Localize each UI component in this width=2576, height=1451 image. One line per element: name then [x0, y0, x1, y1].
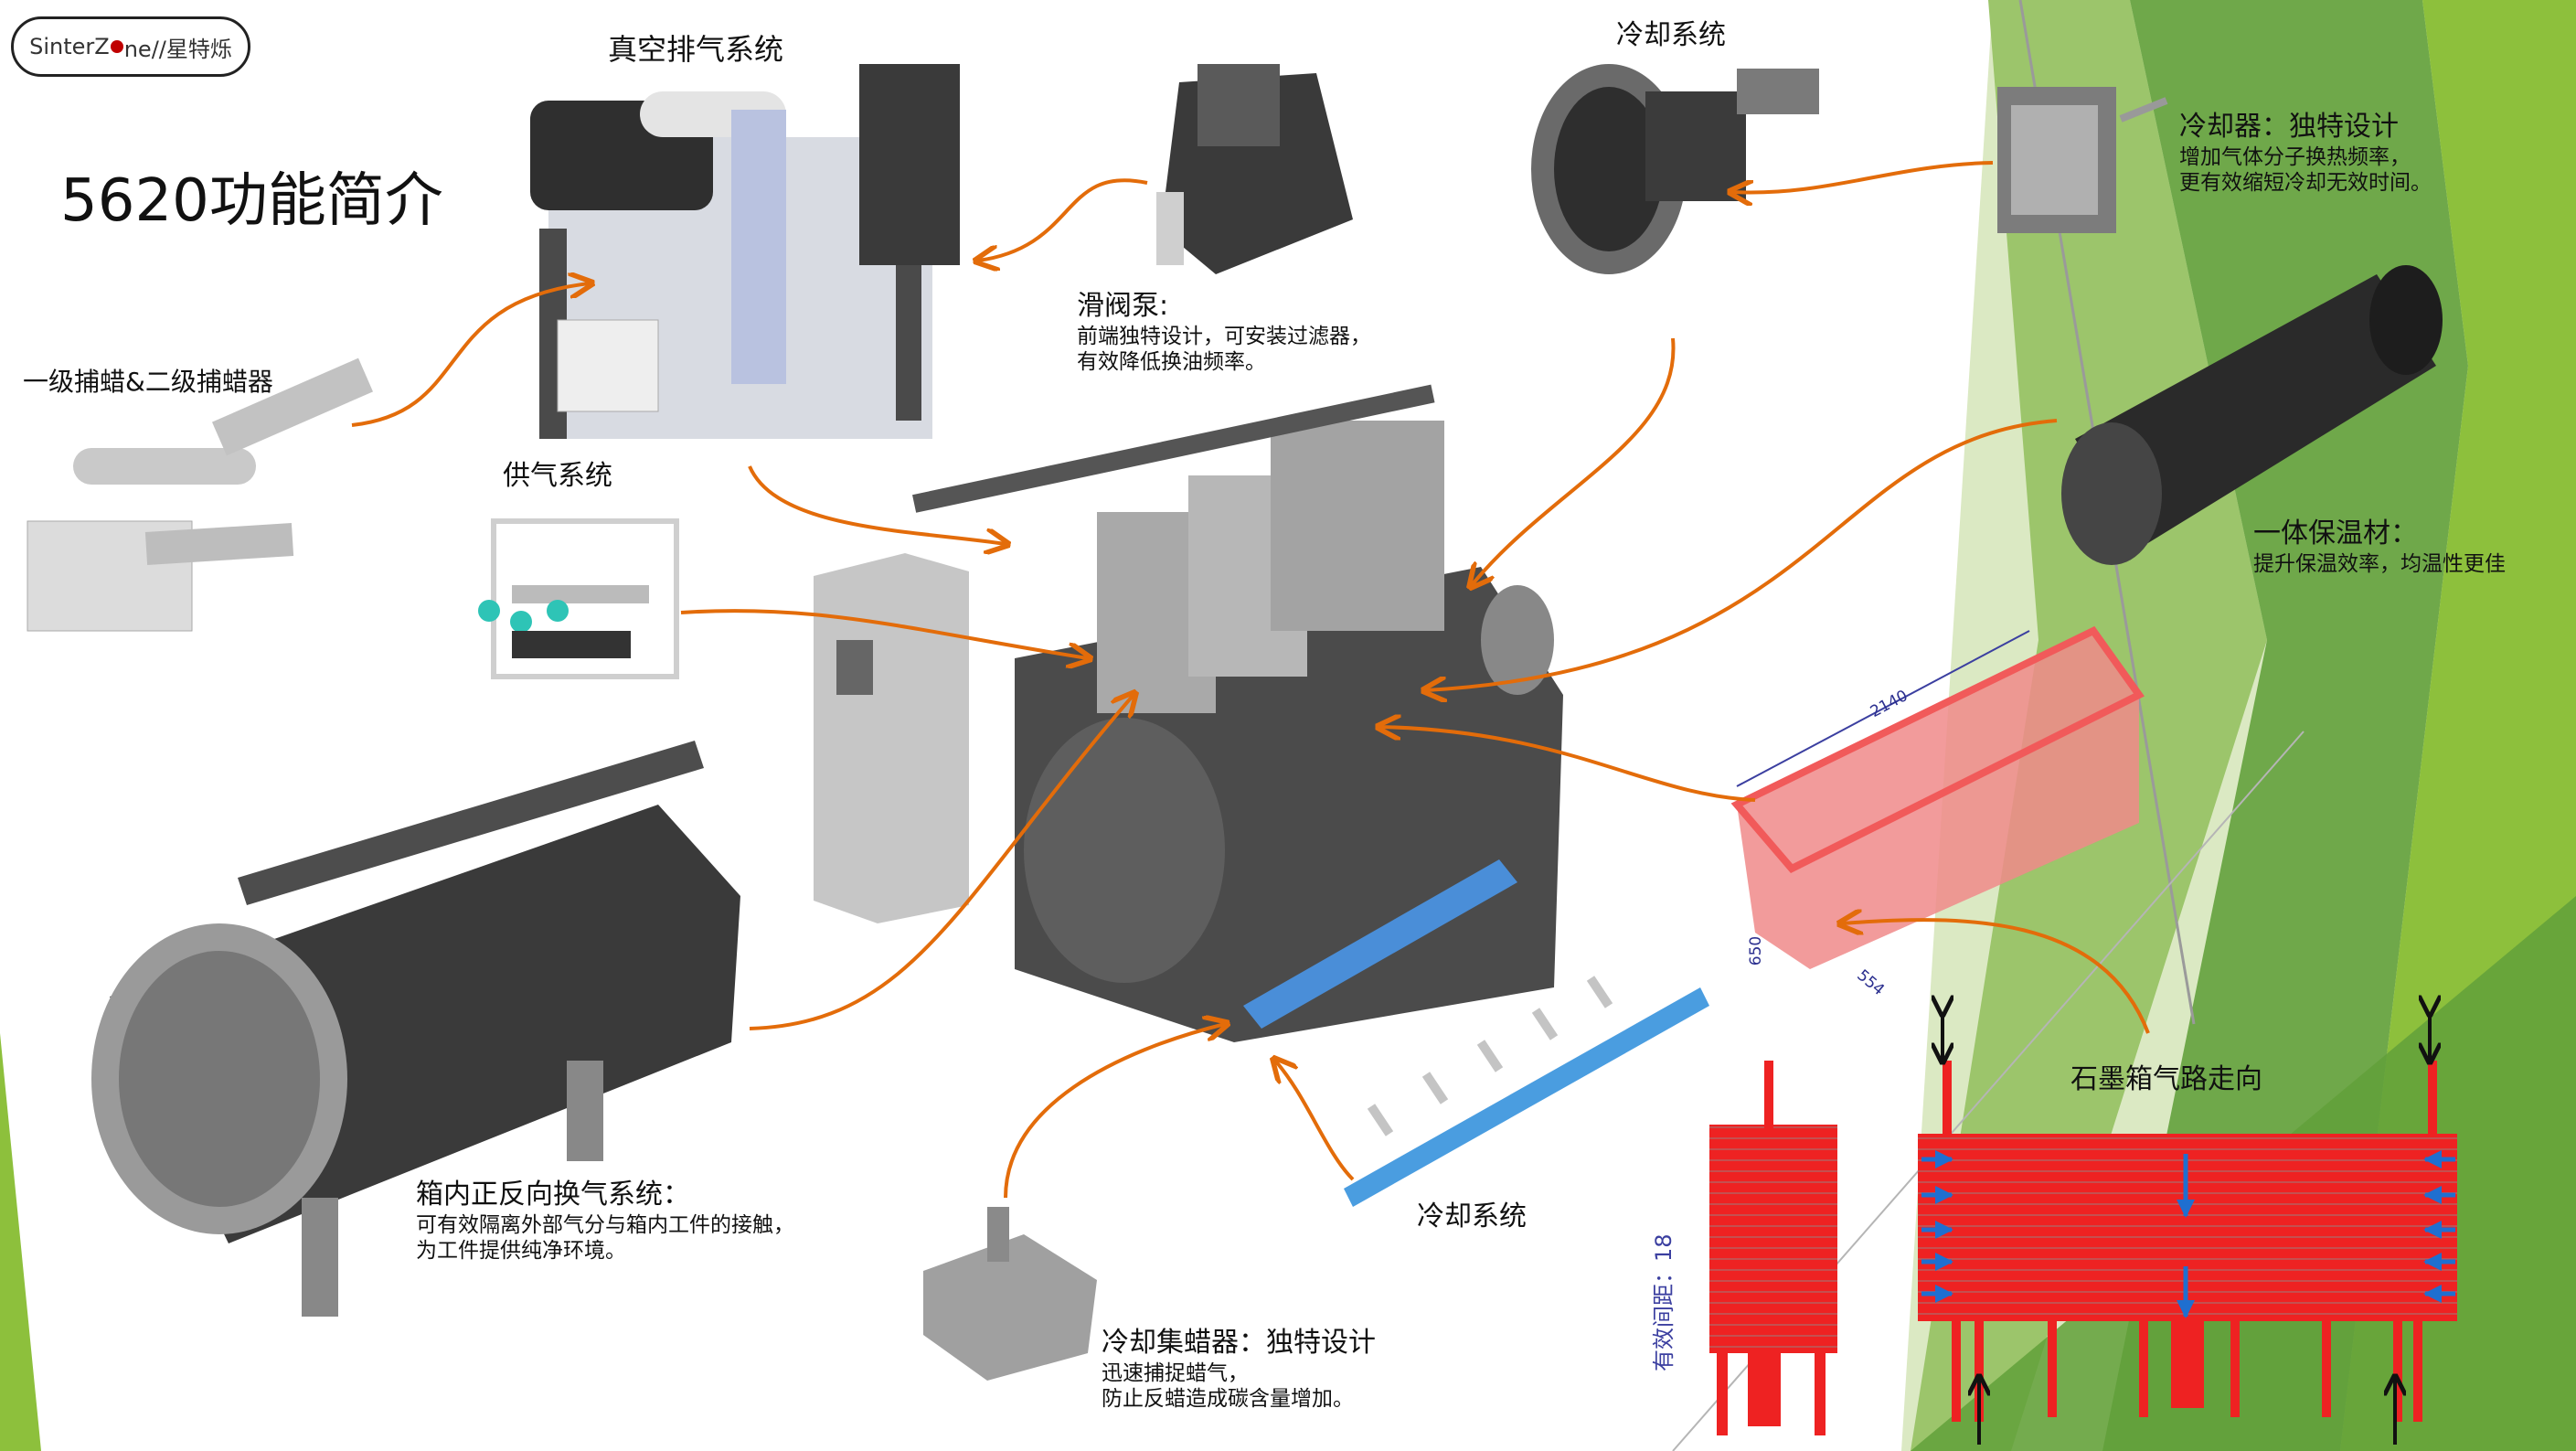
- cooler-line: 增加气体分子换热频率，: [2179, 144, 2411, 169]
- graphite-box-front-view: [1918, 1015, 2457, 1445]
- cooler-image: [1997, 87, 2168, 233]
- gas-exchange-line: 可有效隔离外部气分与箱内工件的接触，: [416, 1212, 794, 1237]
- gas-exchange-line: 为工件提供纯净环境。: [416, 1239, 626, 1264]
- vacuum-system-image: [530, 64, 960, 439]
- label-effective-spacing: 有效间距：18: [1651, 1233, 1677, 1371]
- label-gas-supply: 供气系统: [503, 460, 612, 492]
- label-cooling-system-top: 冷却系统: [1616, 19, 1726, 51]
- gas-supply-image: [478, 518, 679, 679]
- brand-logo-right: ne//星特烁: [123, 36, 232, 62]
- callout-arrows: [351, 161, 2150, 1199]
- slide-valve-pump-title: 滑阀泵:: [1077, 290, 1169, 322]
- insulation-title: 一体保温材：: [2253, 517, 2418, 549]
- wax-collector-line: 迅速捕捉蜡气，: [1102, 1360, 1249, 1385]
- cooler-title: 冷却器：独特设计: [2179, 111, 2399, 143]
- slide-valve-pump-image: [1156, 64, 1353, 274]
- bottom-cooling-image: [1344, 976, 1709, 1207]
- cooling-fan-image: [1531, 64, 1819, 274]
- label-wax-collector: 冷却集蜡器：独特设计 迅速捕捉蜡气， 防止反蜡造成碳含量增加。: [1102, 1326, 1376, 1413]
- insulation-cylinder-image: [2061, 265, 2443, 565]
- label-cooler: 冷却器：独特设计 增加气体分子换热频率， 更有效缩短冷却无效时间。: [2179, 110, 2432, 197]
- logo-dot-icon: [110, 40, 123, 53]
- brand-logo: SinterZ ne//星特烁: [11, 16, 250, 77]
- insulation-line: 提升保温效率，均温性更佳: [2253, 551, 2506, 576]
- label-graphite-flow: 石墨箱气路走向: [2070, 1063, 2262, 1095]
- label-vacuum-system: 真空排气系统: [608, 32, 784, 67]
- graphite-box-side-view: [1709, 1061, 1837, 1435]
- wax-collector-line: 防止反蜡造成碳含量增加。: [1102, 1387, 1354, 1412]
- cooler-line: 更有效缩短冷却无效时间。: [2179, 171, 2432, 196]
- slide-valve-pump-line: 有效降低换油频率。: [1077, 350, 1266, 375]
- label-cooling-system-bottom: 冷却系统: [1417, 1200, 1527, 1232]
- wax-trap-image: [27, 357, 374, 632]
- label-slide-valve-pump: 滑阀泵: 前端独特设计，可安装过滤器， 有效降低换油频率。: [1077, 289, 1371, 376]
- main-furnace-image: [814, 384, 1563, 1042]
- label-insulation: 一体保温材： 提升保温效率，均温性更佳: [2253, 517, 2506, 577]
- page-title: 5620功能简介: [60, 167, 443, 235]
- graphite-box-iso-image: [1730, 625, 2145, 969]
- gas-exchange-chamber-image: [91, 741, 740, 1317]
- gas-exchange-title: 箱内正反向换气系统：: [416, 1179, 690, 1211]
- slide-valve-pump-line: 前端独特设计，可安装过滤器，: [1077, 324, 1371, 348]
- dimension-height: 650: [1747, 935, 1766, 966]
- brand-logo-left: SinterZ: [29, 34, 110, 59]
- label-gas-exchange: 箱内正反向换气系统： 可有效隔离外部气分与箱内工件的接触， 为工件提供纯净环境。: [416, 1178, 794, 1264]
- wax-collector-title: 冷却集蜡器：独特设计: [1102, 1327, 1376, 1359]
- label-wax-trap: 一级捕蜡&二级捕蜡器: [23, 367, 273, 397]
- wax-collector-image: [923, 1207, 1097, 1381]
